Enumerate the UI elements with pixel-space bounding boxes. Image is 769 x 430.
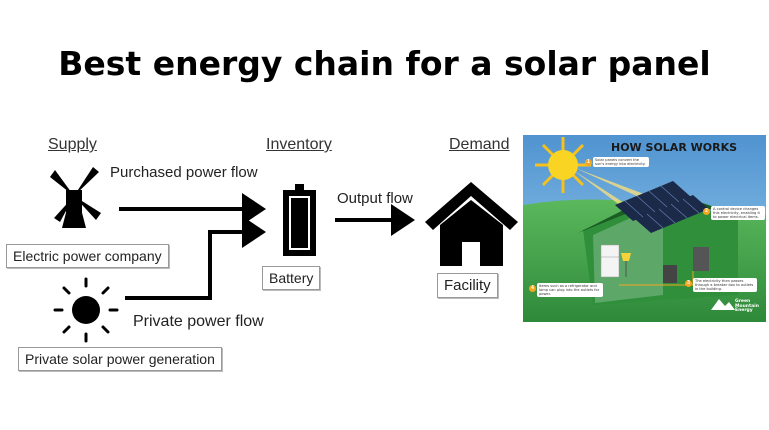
battery-icon <box>283 184 316 256</box>
private-flow-arrow <box>125 216 266 300</box>
step-1-badge: 1 <box>585 159 592 166</box>
lamp-icon <box>621 253 631 261</box>
control-device-icon <box>693 247 709 271</box>
brand-line-1: Green <box>735 299 751 304</box>
column-heading-demand: Demand <box>449 136 510 153</box>
brand-line-3: Energy <box>735 308 753 314</box>
sun-icon <box>53 277 119 343</box>
step-3-badge: 3 <box>685 280 692 287</box>
step-2-badge: 2 <box>703 208 710 215</box>
brand-line-2: Mountain <box>735 303 759 309</box>
green-mountain-logo <box>711 299 735 310</box>
breaker-box-icon <box>663 265 677 283</box>
output-flow-label: Output flow <box>337 190 413 207</box>
refrigerator-icon <box>600 244 620 278</box>
step-4-badge: 4 <box>529 285 536 292</box>
column-heading-inventory: Inventory <box>266 136 332 153</box>
step-1-callout: Solar panels convert the sun's energy in… <box>593 157 649 167</box>
purchased-flow-label: Purchased power flow <box>110 164 258 181</box>
solar-panels <box>615 181 709 233</box>
electric-company-label: Electric power company <box>6 244 169 268</box>
sun-icon <box>535 137 591 193</box>
how-solar-works-infographic: HOW SOLAR WORKS 1 Solar panels convert t… <box>523 135 766 322</box>
column-heading-supply: Supply <box>48 136 97 153</box>
brand-name: Green Mountain Energy <box>735 299 759 314</box>
step-2-callout: A control device changes this electricit… <box>711 206 765 220</box>
battery-label: Battery <box>262 266 321 290</box>
solar-generation-label: Private solar power generation <box>18 347 222 371</box>
windmill-icon <box>50 167 101 228</box>
page-title: Best energy chain for a solar panel <box>58 44 711 83</box>
private-flow-label: Private power flow <box>133 313 264 330</box>
facility-label: Facility <box>437 273 498 298</box>
house-icon <box>425 182 518 266</box>
step-4-callout: Items such as a refrigerator and lamp ca… <box>537 283 603 297</box>
infographic-heading: HOW SOLAR WORKS <box>611 141 738 154</box>
step-3-callout: The electricity then passes through a br… <box>693 278 757 292</box>
